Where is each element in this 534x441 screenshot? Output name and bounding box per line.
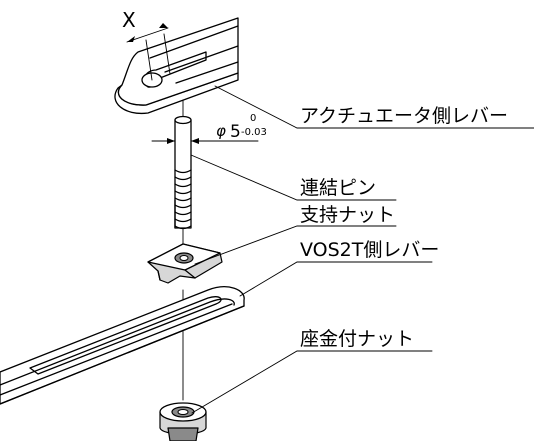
label-connecting-pin: 連結ピン	[300, 177, 376, 199]
label-washer-nut: 座金付ナット	[300, 328, 414, 350]
vos2t-lever	[0, 286, 245, 405]
diameter-value: 5	[230, 122, 241, 142]
support-nut	[147, 243, 223, 284]
leader-lines	[190, 85, 534, 414]
dimension-x-label: X	[122, 8, 136, 32]
washer-nut	[159, 402, 207, 441]
label-actuator-lever: アクチュエータ側レバー	[300, 105, 508, 127]
connecting-pin	[151, 115, 259, 230]
tolerance-lower: -0.03	[241, 127, 267, 138]
tolerance-upper: 0	[250, 113, 256, 124]
actuator-lever	[114, 17, 239, 115]
label-support-nut: 支持ナット	[300, 204, 395, 226]
label-vos2t-lever: VOS2T側レバー	[300, 239, 439, 261]
diameter-symbol: φ	[216, 122, 226, 140]
